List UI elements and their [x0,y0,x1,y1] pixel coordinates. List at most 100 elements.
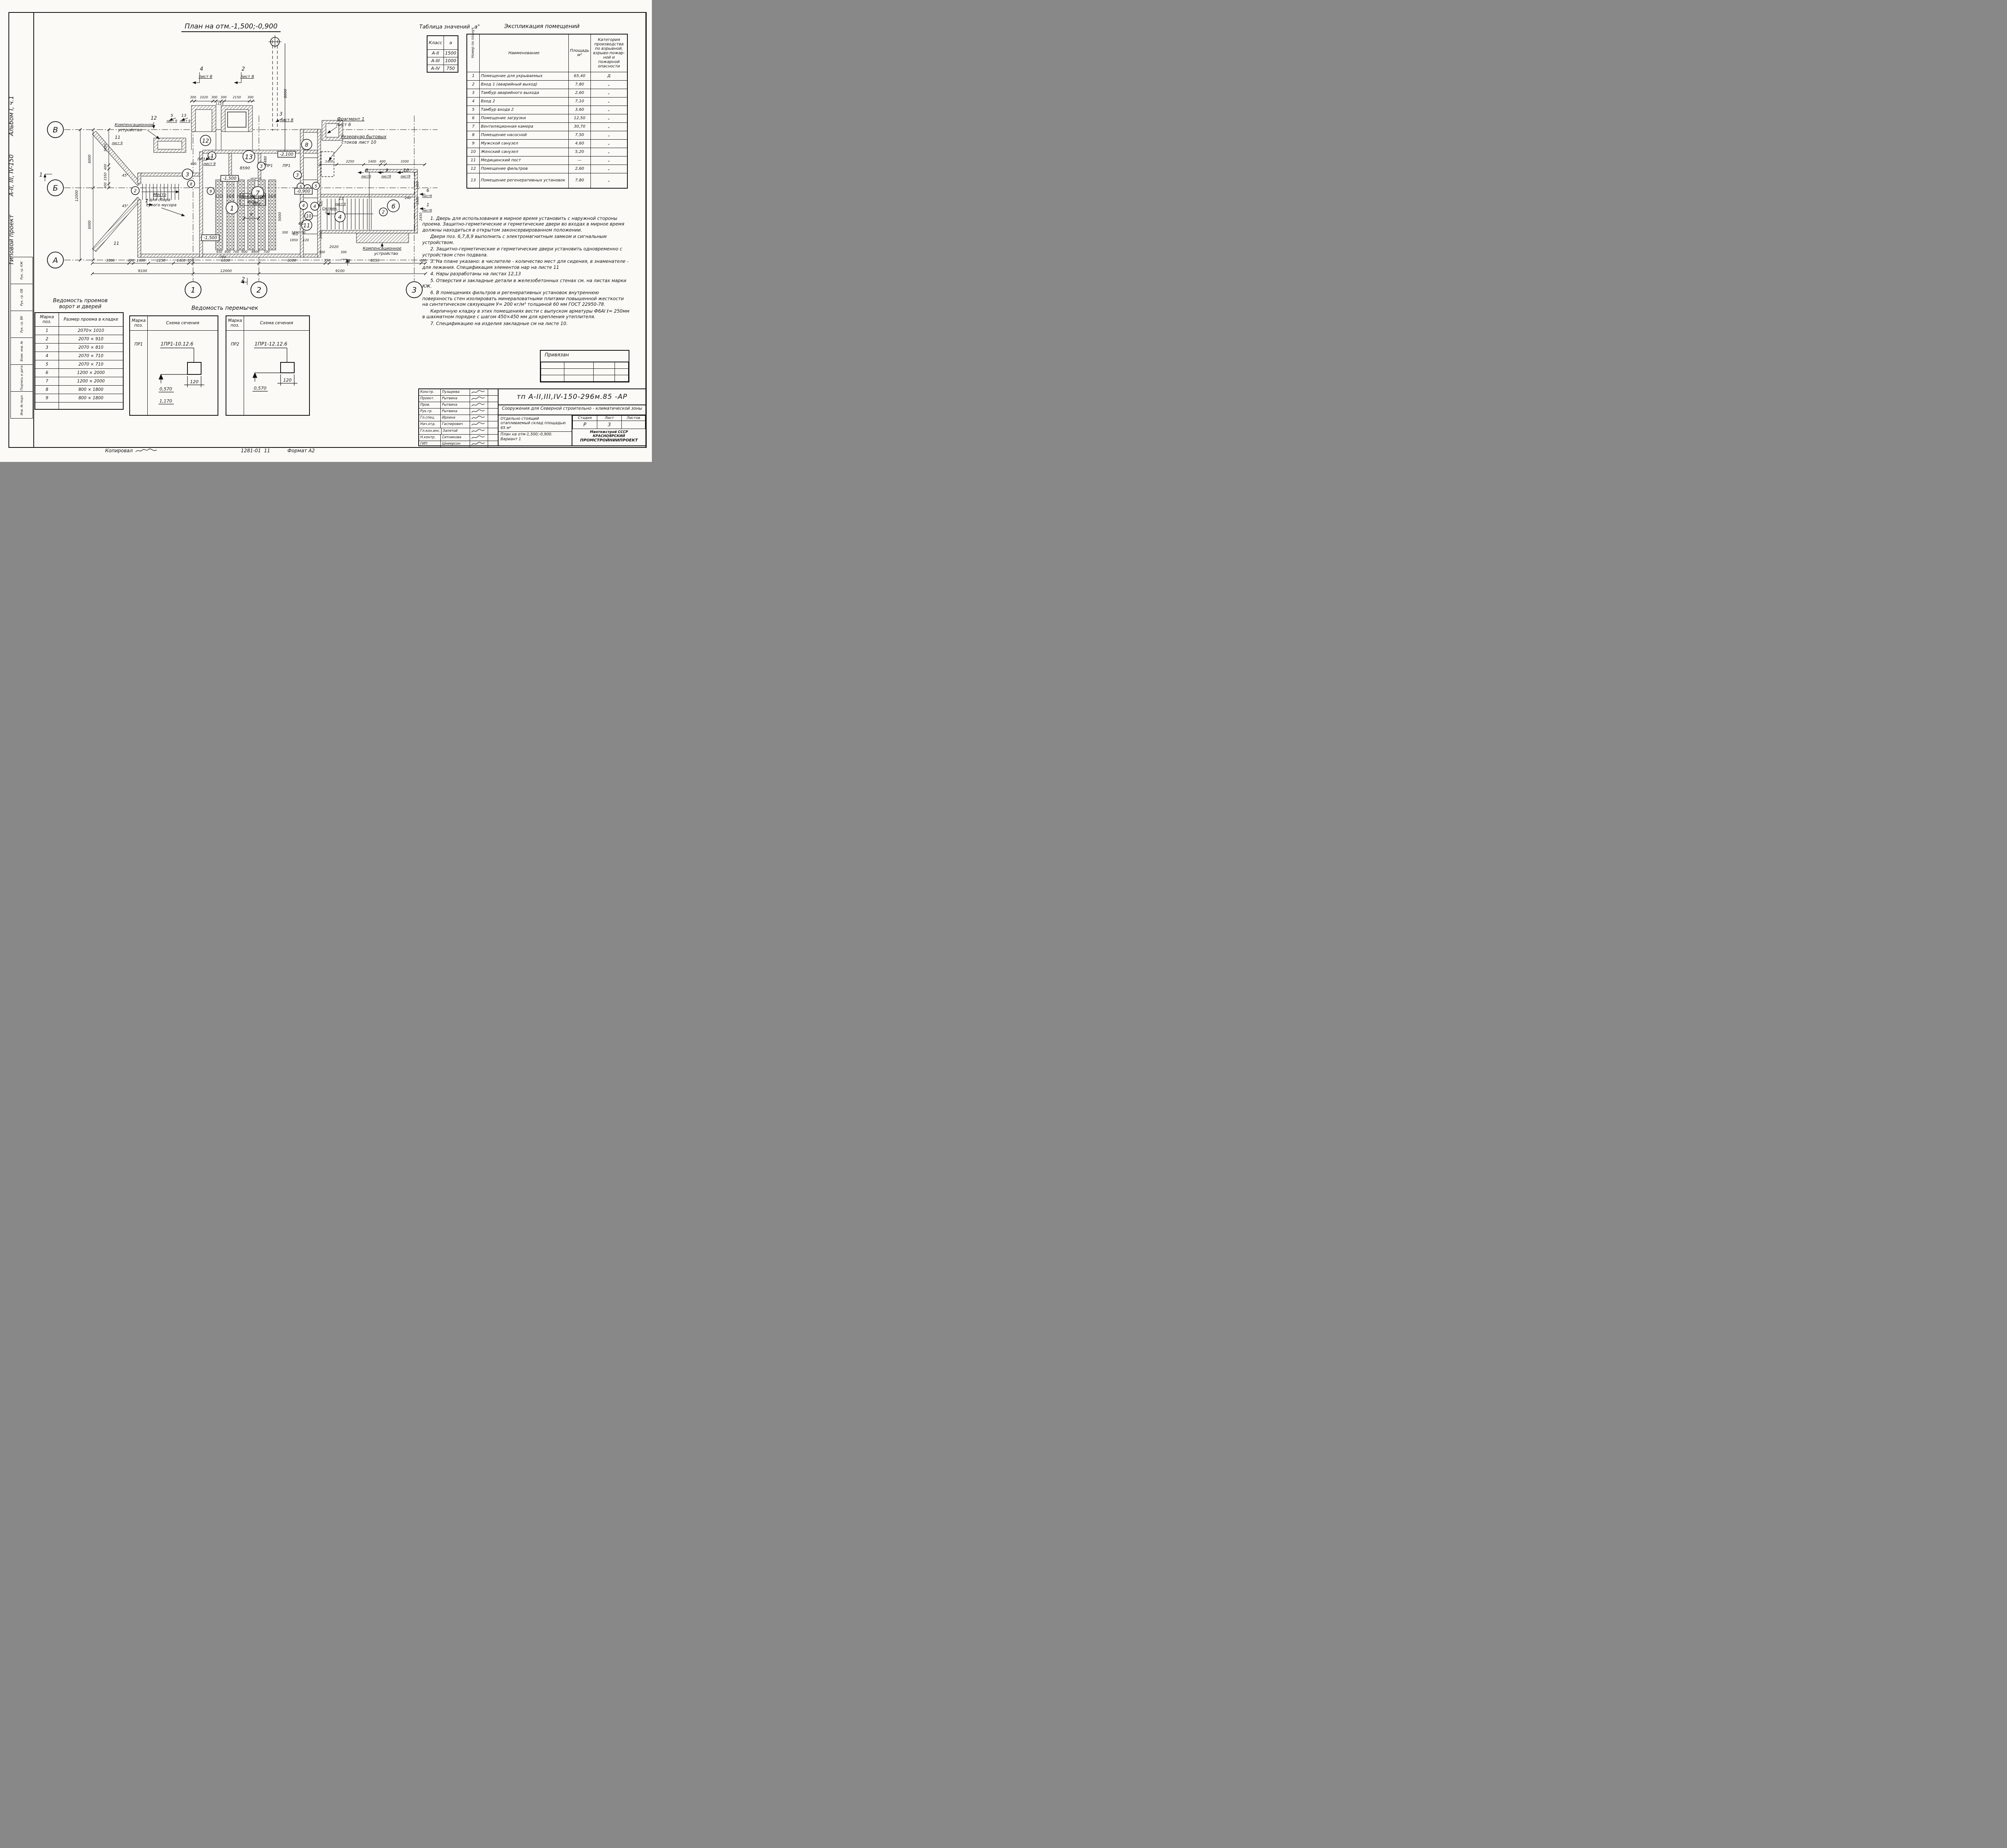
svg-text:1: 1 [230,204,234,212]
table-cell: 6 [466,114,480,123]
table-cell: А-II [427,49,444,57]
room-number-9: 9 [207,187,215,195]
plan-label: 1900 [319,231,323,239]
svg-text:6: 6 [391,202,395,210]
plan-label: 1400 [177,259,185,263]
side-title-part: А-II, III, IV-150 [8,154,15,197]
plan-label: стоков лист 10 [342,140,377,145]
lintel-mark: ПР1 [129,330,148,416]
plan-label: 13 [345,258,350,264]
table-cell: 1200 × 2000 [59,376,124,386]
notes-block: 1. Дверь для использования в мирное врем… [422,216,629,327]
table-cell: 6 [35,368,59,377]
plan-label: 4 [200,66,203,72]
svg-text:1ПР1-10.12.6: 1ПР1-10.12.6 [161,341,193,347]
svg-text:3: 3 [211,154,214,159]
sheets-label: Листов [621,415,645,421]
plan-label: 9100 [336,269,345,273]
plan-label: ПР1 [265,164,273,168]
plan-label: 10 [403,168,409,173]
plan-label: 400 [420,259,426,263]
plan-label: 2250 [157,259,165,263]
copied-label: Копировал [105,448,133,453]
plan-label: 1400 [416,181,419,189]
room-number-5: 5 [312,182,320,190]
plan-label: 12000 [75,190,79,201]
plan-label: 12/3 [215,195,223,199]
plan-label: См.прим. [322,207,338,210]
plan-label: 5000 [278,212,282,221]
table-cell: Вход 1 (аварийный выход) [479,80,569,89]
room-number-13: 13 [242,150,255,163]
plan-label: п.1 [325,211,330,214]
explication-col-num: Номер по плану [471,29,475,58]
table-cell: 3 [35,343,59,352]
table-cell: 1 [35,326,59,335]
sheets-value [621,420,645,429]
titleblock-role-row: Гл.спец.Ирхина [419,415,498,422]
table-cell: 2 [35,334,59,344]
sheet-label: Лист [597,415,622,421]
plan-label: 5 [171,114,173,118]
axis-marker-Б: Б [47,179,64,196]
table-cell: Тамбур аварийного выхода [479,88,569,98]
table-cell: 7,80 [568,173,591,189]
titleblock-role-row: Гл.кон.инс.Запятой [419,428,498,435]
plan-label: сухого мусора [146,203,177,207]
sewage-reservoir [321,151,334,177]
table-cell: 2070 × 710 [59,351,124,360]
table-cell: 12 [466,164,480,173]
titleblock-role-row: Нач.отд.Гаспирович [419,421,498,428]
table-cell: 2070× 1010 [59,326,124,335]
plan-label: лист 9 [111,141,122,145]
svg-text:1ПР1-12.12.6: 1ПР1-12.12.6 [254,341,287,347]
table-cell: „ [590,173,628,189]
svg-text:-0,900: -0,900 [297,189,310,194]
plan-title: План на отм.-1,500;-0,900 [181,22,281,32]
plan-label: 1 [427,202,429,207]
drawing-frame [33,12,646,448]
plan-label: воды [248,200,259,204]
level-mark: -0,900 [294,188,313,195]
table-cell: 4 [35,351,59,360]
plan-label: 120 [303,238,309,242]
svg-text:5: 5 [315,184,317,189]
svg-text:Б: Б [53,184,58,193]
svg-text:1,170: 1,170 [159,398,172,404]
svg-text:3: 3 [412,286,417,295]
plan-label: 1400 [368,160,376,163]
table-cell: Помещение фильтров [479,164,569,173]
plan-label: для сбора [149,197,171,202]
svg-text:120: 120 [190,379,199,384]
lintels-table-pr2: Марка поз. Схема сечения ПР2 1ПР1-12.12 [226,315,310,416]
table-cell: Медицинский пост [479,156,569,165]
lintels-col-scheme: Схема сечения [244,315,310,331]
axis-marker-3: 3 [406,281,423,298]
plan-label: 1020 [200,96,208,99]
lintels-col-mark: Марка поз. [129,315,148,331]
plan-label: 700 [263,250,269,254]
plan-label: лист9 [381,175,391,178]
titleblock-role-row: Рук.гр.Рытвина [419,409,498,415]
plan-label: лист 9 [334,202,346,206]
titleblock-role-row: Констр.Пузырева [419,389,498,396]
note-paragraph: 1. Дверь для использования в мирное врем… [422,216,625,233]
room-number-4: 4 [299,201,308,210]
explication-title: Экспликация помещений [504,23,580,30]
plan-label: устройство [118,128,142,132]
room-number-2: 2 [131,186,140,195]
plan-label: 240 [405,196,411,200]
plan-label: 400 [190,162,196,166]
lintels-col-scheme: Схема сечения [147,315,218,331]
margin-stamp-cell: Рук. гр. ОВ [11,284,33,311]
svg-text:5: 5 [299,185,302,189]
table-cell: Помещение загрузки [479,114,569,123]
plan-label: 8000 [284,89,288,98]
note-paragraph: 7. Спецификацию на изделия закладные см … [430,321,568,326]
level-mark: -2.100 [277,151,296,158]
plan-label: 400 [379,160,385,163]
plan-label: 12000 [220,269,232,273]
plan-label: 45° [122,204,128,208]
table-cell: 2070 × 910 [59,334,124,344]
project-name: Сооружения для Северной строительно - кл… [499,405,645,415]
